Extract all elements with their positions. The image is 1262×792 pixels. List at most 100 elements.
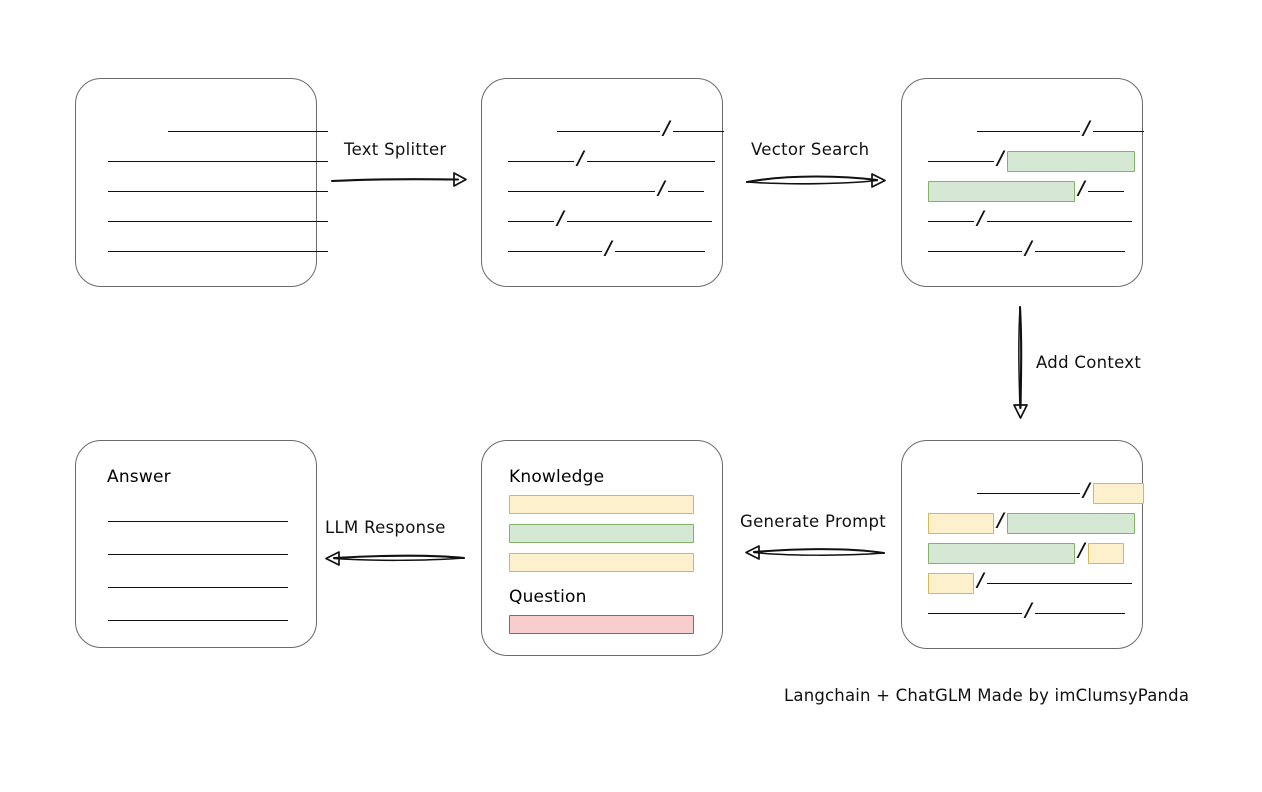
highlight-chunk-green (1006, 512, 1135, 534)
slash-separator: / (1025, 236, 1032, 259)
prompt-bar-red (509, 615, 694, 634)
text-row (108, 151, 328, 171)
text-line-segment (1034, 250, 1125, 252)
text-row (108, 211, 328, 231)
text-row: / (977, 478, 1144, 504)
slash-separator: / (557, 206, 564, 229)
text-row: / (928, 538, 1124, 564)
text-row: / (928, 236, 1125, 261)
card-vector-matches[interactable]: / / / / / (901, 78, 1144, 287)
text-line-segment (614, 250, 705, 252)
prompt-bar-green (509, 524, 694, 543)
text-line-segment (586, 160, 715, 162)
slash-separator: / (997, 508, 1004, 531)
text-line-segment (928, 612, 1022, 614)
arrow-vector-search-label: Vector Search (751, 140, 870, 159)
card-answer-rows (76, 441, 316, 647)
arrow-generate-prompt-label: Generate Prompt (740, 512, 886, 531)
card-split-chunks[interactable]: / / / / / (481, 78, 724, 287)
text-line-segment (108, 619, 288, 621)
text-row (108, 544, 288, 564)
diagram-caption: Langchain + ChatGLM Made by imClumsyPand… (784, 686, 1190, 705)
arrow-llm-response-label: LLM Response (325, 518, 446, 537)
text-line-segment (168, 130, 328, 132)
slash-separator: / (1083, 478, 1090, 501)
slash-separator: / (663, 116, 670, 139)
slash-separator: / (1078, 538, 1085, 561)
card-source-document[interactable] (75, 78, 328, 287)
card-split-chunks-rows: / / / / / (482, 79, 724, 286)
card-prompt-question-label: Question (509, 587, 587, 607)
text-line-segment (977, 492, 1080, 494)
text-line-segment (108, 190, 328, 192)
text-row: / (928, 206, 1132, 231)
text-line-segment (977, 130, 1080, 132)
slash-separator: / (1083, 116, 1090, 139)
slash-separator: / (997, 146, 1004, 169)
arrow-text-splitter: Text Splitter (330, 140, 470, 190)
arrow-text-splitter-label: Text Splitter (344, 140, 447, 159)
text-line-segment (566, 220, 712, 222)
text-line-segment (508, 220, 554, 222)
text-line-segment (508, 250, 602, 252)
text-line-segment (986, 582, 1132, 584)
text-line-segment (928, 220, 974, 222)
card-vector-matches-rows: / / / / / (902, 79, 1144, 286)
text-line-segment (108, 160, 328, 162)
arrow-vector-search-glyph (745, 173, 886, 188)
slash-separator: / (1078, 176, 1085, 199)
text-row (108, 181, 328, 201)
arrow-add-context-label: Add Context (1036, 353, 1142, 372)
slash-separator: / (977, 206, 984, 229)
text-row (168, 121, 328, 141)
text-row: / (928, 508, 1135, 534)
card-prompt[interactable]: Knowledge Question (481, 440, 723, 656)
slash-separator: / (977, 568, 984, 591)
highlight-chunk-yellow (928, 572, 974, 594)
text-row (108, 241, 328, 261)
text-line-segment (667, 190, 704, 192)
text-row: / (928, 176, 1124, 202)
text-row (108, 511, 288, 531)
highlight-chunk-green (928, 180, 1075, 202)
arrow-llm-response: LLM Response (320, 518, 466, 568)
text-row (108, 577, 288, 597)
text-row: / (928, 568, 1132, 594)
prompt-bar-yellow (509, 495, 694, 514)
text-line-segment (1087, 190, 1124, 192)
card-answer-label: Answer (107, 467, 171, 487)
text-row: / (508, 236, 705, 261)
highlight-chunk-yellow (1087, 542, 1124, 564)
highlight-chunk-yellow (1092, 482, 1144, 504)
text-line-segment (508, 190, 655, 192)
card-prompt-knowledge-label: Knowledge (509, 467, 605, 487)
slash-separator: / (658, 176, 665, 199)
text-line-segment (557, 130, 660, 132)
slash-separator: / (605, 236, 612, 259)
text-row: / (508, 148, 715, 171)
text-line-segment (672, 130, 724, 132)
slash-separator: / (1025, 598, 1032, 621)
card-context-added[interactable]: / / / / / (901, 440, 1144, 649)
arrow-generate-prompt: Generate Prompt (740, 512, 886, 562)
arrow-vector-search: Vector Search (745, 140, 890, 190)
text-row: / (928, 598, 1125, 623)
arrow-llm-response-glyph (325, 551, 466, 566)
card-context-added-rows: / / / / / (902, 441, 1144, 648)
card-answer[interactable]: Answer (75, 440, 317, 648)
text-line-segment (108, 586, 288, 588)
text-line-segment (108, 220, 328, 222)
text-row: / (977, 116, 1144, 141)
highlight-chunk-green (1006, 150, 1135, 172)
text-line-segment (986, 220, 1132, 222)
card-source-document-rows (76, 79, 328, 286)
prompt-bar-yellow (509, 553, 694, 572)
text-line-segment (508, 160, 574, 162)
text-line-segment (108, 250, 328, 252)
highlight-chunk-green (928, 542, 1075, 564)
arrow-generate-prompt-glyph (745, 545, 886, 560)
highlight-chunk-yellow (928, 512, 994, 534)
text-row: / (508, 176, 704, 201)
arrow-add-context-glyph (1013, 305, 1028, 419)
